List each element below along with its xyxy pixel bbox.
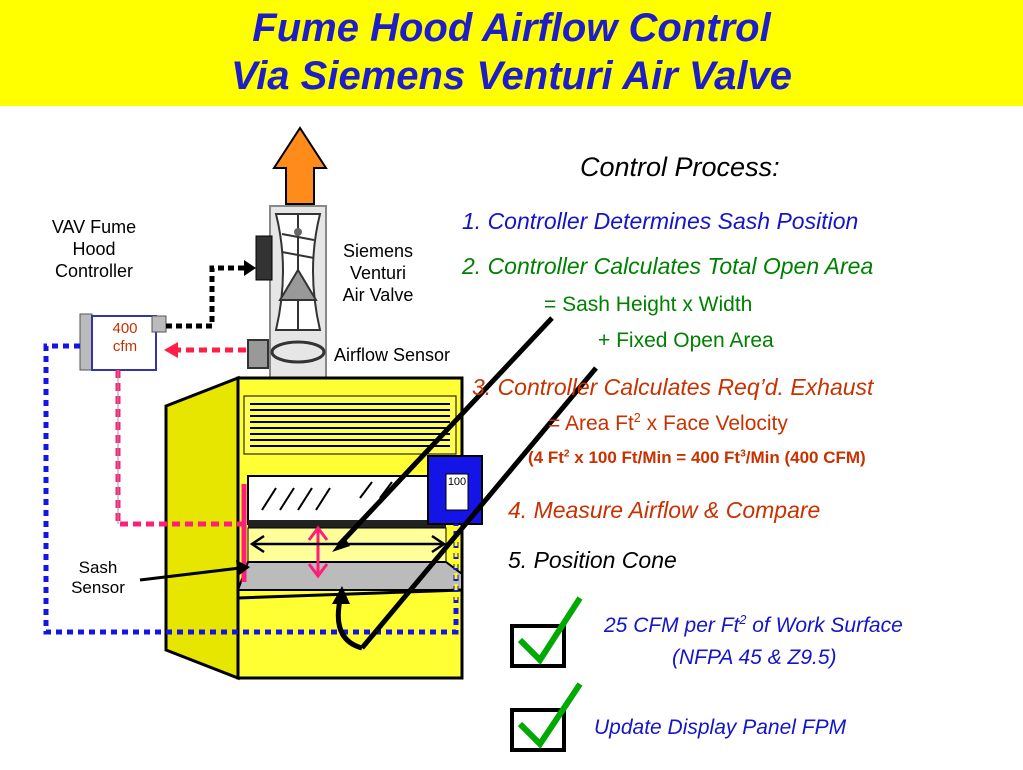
- sash-glass: [247, 475, 443, 525]
- sash-bottom-rail: [248, 520, 446, 528]
- actuator-signal-line: [166, 265, 244, 329]
- controller-label-line-1: VAV Fume: [51, 217, 137, 237]
- step-3-calc-b: x 100 Ft/Min = 400 Ft: [569, 448, 741, 467]
- venturi-valve: [274, 213, 322, 331]
- valve-actuator: [255, 235, 273, 281]
- step-3-calc-sup-2: 3: [740, 448, 746, 460]
- step-3-calc-c: /Min (400 CFM): [745, 448, 866, 467]
- sash-signal-line: [115, 370, 244, 527]
- check-mark-1: [517, 596, 583, 665]
- fume-hood-cabinet: [164, 375, 464, 681]
- step5-pointer: [360, 366, 598, 650]
- display-panel-reading: 100: [447, 476, 467, 488]
- sash-height-arrow: [307, 525, 329, 579]
- title-banner: Fume Hood Airflow Control Via Siemens Ve…: [0, 0, 1023, 106]
- step-2-formula-2: + Fixed Open Area: [598, 329, 774, 352]
- step-2: 2. Controller Calculates Total Open Area: [462, 253, 874, 279]
- vav-controller-box: [79, 313, 93, 371]
- check-2-text: Update Display Panel FPM: [594, 716, 847, 739]
- step-3-formula-b: x Face Velocity: [640, 412, 788, 435]
- step-3-calculation: (4 Ft2 x 100 Ft/Min = 400 Ft3/Min (400 C…: [528, 448, 866, 468]
- airflow-sensor-label: Airflow Sensor: [334, 345, 451, 365]
- valve-label-line-1: Siemens: [342, 241, 414, 261]
- airflow-sensor-transmitter: [247, 339, 269, 369]
- controller-label: VAV Fume Hood Controller: [34, 216, 154, 282]
- exhaust-arrow: [272, 126, 328, 205]
- step-3-calc-sup-1: 2: [563, 448, 570, 460]
- valve-label: Siemens Venturi Air Valve: [322, 240, 434, 306]
- check-mark-2: [517, 682, 583, 749]
- check-1-number: 25: [604, 614, 628, 637]
- airflow-sensor-ring: [270, 340, 326, 364]
- sash-sensor-label-line-1: Sash: [78, 558, 118, 577]
- process-heading: Control Process:: [580, 152, 780, 182]
- step-3-formula-sup: 2: [633, 411, 641, 425]
- title-line-2: Via Siemens Venturi Air Valve: [231, 54, 792, 98]
- display-panel-screen: [445, 473, 469, 511]
- step1-pointer: [336, 316, 554, 548]
- sash-sensor-label-line-2: Sensor: [71, 578, 125, 597]
- step-4: 4. Measure Airflow & Compare: [508, 497, 821, 523]
- check-1-sup: 2: [739, 613, 747, 627]
- controller-label-line-3: Controller: [54, 261, 134, 281]
- controller-display-unit: cfm: [112, 338, 138, 355]
- check-1-text: 25 CFM per Ft2 of Work Surface: [604, 614, 903, 638]
- valve-label-line-2: Venturi: [349, 263, 407, 283]
- cone-return-arrow: [335, 599, 363, 651]
- check-1-text-b: of Work Surface: [746, 614, 903, 637]
- display-signal-line: [43, 343, 459, 635]
- controller-display: 400 cfm: [96, 320, 154, 356]
- valve-label-line-3: Air Valve: [342, 285, 414, 305]
- check-1-text-a: CFM per Ft: [627, 614, 740, 637]
- sash-sensor-pointer: [139, 566, 241, 582]
- title-line-1: Fume Hood Airflow Control: [252, 6, 771, 50]
- step-3: 3. Controller Calculates Req’d. Exhaust: [472, 374, 874, 400]
- step-2-formula-1: = Sash Height x Width: [544, 293, 753, 316]
- step-5: 5. Position Cone: [508, 547, 677, 573]
- step-1: 1. Controller Determines Sash Position: [462, 208, 859, 234]
- step-3-calc-a: (4 Ft: [528, 448, 564, 467]
- controller-display-value: 400: [112, 320, 138, 337]
- sash-sensor-label: Sash Sensor: [58, 558, 138, 598]
- check-1-reference: (NFPA 45 & Z9.5): [672, 646, 837, 669]
- step-3-formula-a: = Area Ft: [548, 412, 634, 435]
- step-3-formula: = Area Ft2 x Face Velocity: [548, 412, 788, 436]
- controller-label-line-2: Hood: [72, 239, 116, 259]
